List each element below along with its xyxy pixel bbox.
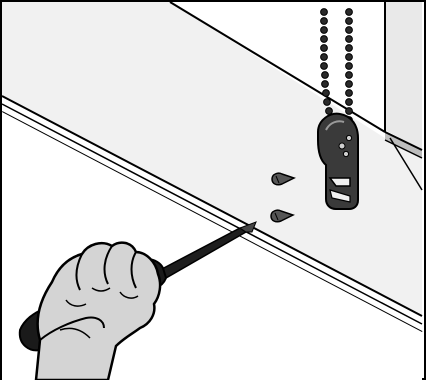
side-wall xyxy=(385,2,422,150)
